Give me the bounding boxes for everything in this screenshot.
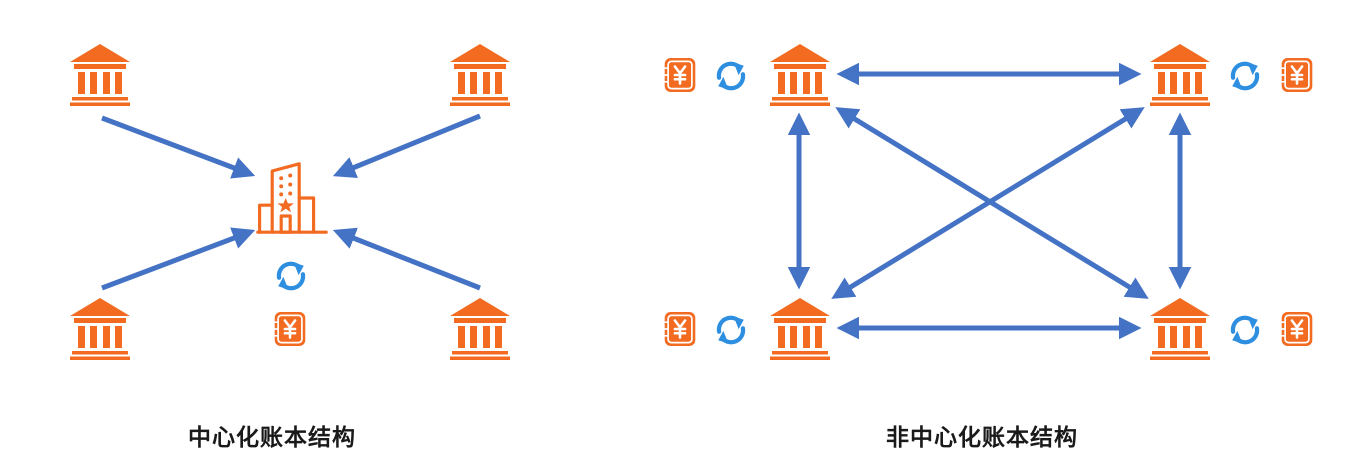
bank-icon-bottom-right	[1150, 298, 1210, 360]
bank-icon-top-right	[450, 44, 510, 106]
bank-icon-top-right	[1150, 44, 1210, 106]
bank-icon-bottom-left	[770, 298, 830, 360]
arrow-bottom-right-to-center	[332, 227, 481, 291]
bank-icon-bottom-right	[450, 298, 510, 360]
sync-icon-center	[278, 262, 304, 289]
arrow-bottom-left-to-center	[101, 227, 256, 291]
yuan-ledger-icon-top-left	[663, 56, 697, 94]
decentralized-ledger-caption: 非中心化账本结构	[886, 425, 1078, 451]
sync-icon-top-right	[1232, 62, 1258, 89]
sync-icon-bottom-right	[1232, 316, 1258, 343]
arrow-top-right-to-center	[332, 113, 481, 178]
sync-icon-top-left	[718, 62, 744, 89]
bank-icon-top-left	[70, 44, 130, 106]
office-building-icon	[256, 162, 328, 234]
arrow-top-left-to-center	[101, 115, 256, 179]
bank-icon-top-left	[770, 44, 830, 106]
yuan-ledger-icon-center	[273, 310, 307, 348]
centralized-ledger-caption: 中心化账本结构	[188, 425, 356, 451]
arrow-top-right-bottom-left	[831, 107, 1145, 299]
yuan-ledger-icon-bottom-left	[663, 310, 697, 348]
nodes-layer	[70, 44, 1314, 360]
sync-icon-bottom-left	[718, 316, 744, 343]
yuan-ledger-icon-bottom-right	[1280, 310, 1314, 348]
bank-icon-bottom-left	[70, 298, 130, 360]
yuan-ledger-icon-top-right	[1280, 56, 1314, 94]
arrows-layer	[101, 62, 1192, 340]
